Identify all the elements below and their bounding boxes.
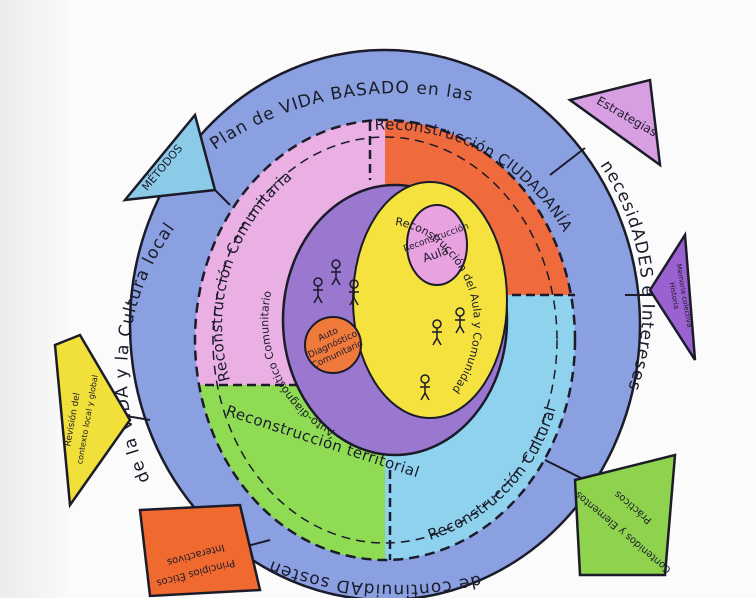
inner-pink-oval xyxy=(406,204,468,286)
funnel-memoria: Memoria colectiva Historia xyxy=(625,231,697,361)
funnel-estrategias: Estrategias xyxy=(549,78,662,176)
funnel-revision: Revisión del contexto local y global xyxy=(53,333,151,509)
funnel-contenidos: Contenidos y Elementos Prácticos xyxy=(544,453,677,577)
stick-figure-icon xyxy=(313,259,465,401)
funnel-principios: Principios Éticos Interactivos xyxy=(138,503,271,598)
inner-orange-circle xyxy=(304,316,362,374)
